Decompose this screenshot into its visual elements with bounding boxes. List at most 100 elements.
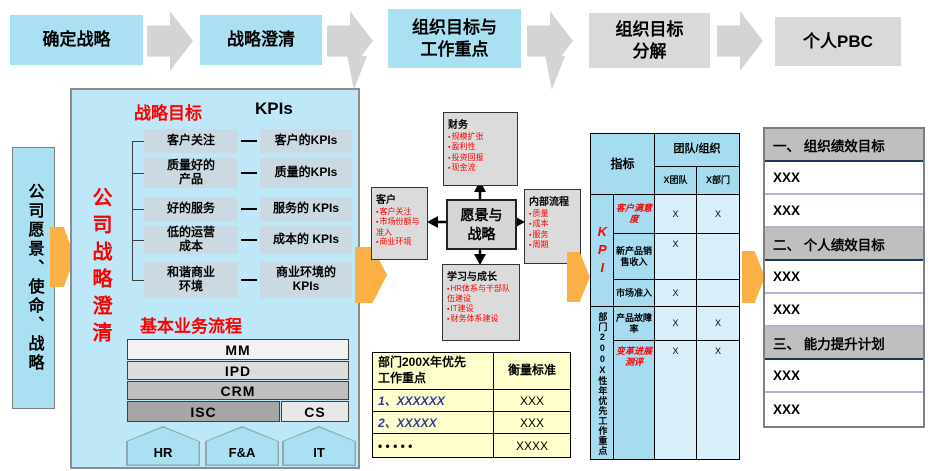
process-row-cs: CS: [281, 401, 349, 422]
bsc-item: 财务体系建设: [447, 314, 517, 324]
flow-arrow-icon: [147, 11, 193, 71]
goal-row: 和谐商业 环境 商业环境的 KPIs: [132, 262, 352, 298]
bsc-item: IT建设: [447, 304, 517, 314]
goal-row: 质量好的 产品 质量的KPIs: [132, 158, 352, 188]
support-function-label: HR: [127, 427, 199, 465]
kpi-box: 质量的KPIs: [260, 158, 352, 188]
personal-pbc-panel: 一、 组织绩效目标 XXX XXX 二、 个人绩效目标 XXX XXX 三、 能…: [763, 127, 925, 428]
flow-arrow-tail-icon: [347, 56, 367, 90]
bsc-item: 商业环境: [376, 237, 425, 247]
connector-line: [132, 140, 144, 142]
measure-value: XXX: [494, 412, 570, 433]
mark-cell: X: [655, 234, 696, 279]
support-function-label: IT: [283, 427, 355, 465]
measure-value: XXX: [494, 390, 570, 411]
flow-step-personal-pbc: 个人PBC: [775, 17, 901, 66]
priority-group-label: 部门200X性年优先工作重点: [591, 307, 613, 459]
bsc-internal-title: 内部流程: [529, 197, 569, 208]
pbc-item: XXX: [765, 162, 923, 195]
pbc-item: XXX: [765, 261, 923, 294]
mark-cell: X: [655, 307, 696, 340]
bsc-item: 服务: [529, 230, 578, 240]
indicator-name: 新产品销售收入: [614, 234, 654, 279]
kpi-box: 客户的KPIs: [260, 129, 352, 153]
indicator-header: 指标: [591, 134, 654, 194]
process-row-ipd: IPD: [127, 361, 349, 380]
bsc-item: 市场份额与准入: [376, 217, 425, 237]
support-function-it: IT: [282, 426, 356, 466]
orange-arrow-icon: [567, 252, 590, 302]
bsc-item: 盈利性: [448, 142, 515, 152]
bsc-item: 规模扩张: [448, 132, 515, 142]
kpi-group-label: KPI: [591, 195, 613, 306]
mark-cell: X: [697, 195, 739, 233]
goal-row: 低的运营 成本 成本的 KPIs: [132, 225, 352, 254]
flow-step-strategy-clarify: 战略澄清: [200, 15, 322, 65]
company-vision-panel: 公司愿景、使命、战略: [12, 147, 55, 409]
mark-cell: X: [655, 280, 696, 306]
indicator-name: 产品故障率: [614, 307, 654, 340]
mark-cell: X: [697, 307, 739, 340]
connector-line: [241, 172, 257, 174]
department-priority-table: 部门200X年优先 工作重点 衡量标准 1、XXXXXX XXX 2、XXXXX…: [372, 352, 571, 458]
dept-subheader: X部门: [697, 167, 739, 194]
goal-row: 客户关注 客户的KPIs: [132, 129, 352, 153]
goal-box: 好的服务: [144, 197, 238, 221]
kpi-box: 成本的 KPIs: [260, 226, 352, 254]
support-function-label: F&A: [206, 427, 278, 465]
bsc-item: 现金流: [448, 163, 515, 173]
goal-box: 质量好的 产品: [144, 158, 238, 188]
strategy-clarify-vertical-title: 公司战略澄清: [89, 187, 111, 349]
connector-line: [132, 172, 144, 174]
bsc-item: 质量: [529, 209, 578, 219]
flow-step-org-goals-focus: 组织目标与 工作重点: [388, 9, 521, 68]
connector-line: [241, 279, 257, 281]
goal-tree-line: [132, 141, 133, 281]
bsc-finance-title: 财务: [448, 120, 468, 131]
bsc-vision-strategy-center: 愿景与 战略: [446, 199, 517, 250]
mark-cell: X: [655, 195, 696, 233]
priority-group-label-text: 部门200X性年优先工作重点: [597, 312, 608, 456]
goal-box: 低的运营 成本: [144, 225, 238, 254]
bsc-learning-growth-box: 学习与成长 HR体系与干部队伍建设 IT建设 财务体系建设: [442, 264, 520, 341]
bsc-item: 成本: [529, 219, 578, 229]
flow-arrow-tail-icon: [545, 56, 565, 90]
mark-cell: [697, 234, 739, 279]
indicator-name: 变革进展测评: [614, 341, 654, 459]
strategy-clarification-panel: 公司战略澄清 战略目标 KPIs 客户关注 客户的KPIs 质量好的 产品 质量…: [70, 88, 360, 469]
core-process-header: 基本业务流程: [140, 317, 242, 336]
strategy-goals-header: 战略目标: [134, 104, 202, 123]
indicator-name: 市场准入: [614, 280, 654, 306]
bsc-learning-title: 学习与成长: [447, 272, 497, 283]
pbc-item: XXX: [765, 294, 923, 327]
mark-cell: X: [697, 341, 739, 459]
indicator-name: 客户满意度: [614, 195, 654, 233]
bsc-finance-box: 财务 规模扩张 盈利性 投资回报 现金流: [443, 112, 518, 186]
flow-step-define-strategy: 确定战略: [10, 15, 143, 65]
measure-header: 衡量标准: [494, 353, 570, 389]
process-row-mm: MM: [127, 339, 349, 360]
priority-table-header: 部门200X年优先 工作重点: [373, 353, 493, 389]
connector-line: [132, 208, 144, 210]
support-function-fa: F&A: [205, 426, 279, 466]
goal-box: 客户关注: [144, 129, 238, 153]
measure-value: XXXX: [494, 434, 570, 457]
connector-line: [241, 140, 257, 142]
bsc-item: 投资回报: [448, 153, 515, 163]
pbc-section-header: 二、 个人绩效目标: [765, 228, 923, 261]
kpis-header: KPIs: [255, 99, 293, 118]
orange-arrow-icon: [742, 251, 765, 303]
pbc-item: XXX: [773, 402, 801, 417]
connector-line: [241, 208, 257, 210]
pbc-section-header: 三、 能力提升计划: [765, 327, 923, 360]
flow-step-org-goal-decompose: 组织目标 分解: [589, 13, 710, 68]
pbc-section-header: 一、 组织绩效目标: [765, 129, 923, 162]
process-row-isc: ISC: [127, 401, 280, 422]
bsc-customer-title: 客户: [376, 195, 396, 206]
kpi-group-label-text: KPI: [594, 223, 610, 278]
bsc-item: HR体系与干部队伍建设: [447, 284, 517, 304]
connector-line: [132, 279, 144, 281]
support-function-hr: HR: [126, 426, 200, 466]
priority-item: • • • • •: [373, 434, 493, 457]
